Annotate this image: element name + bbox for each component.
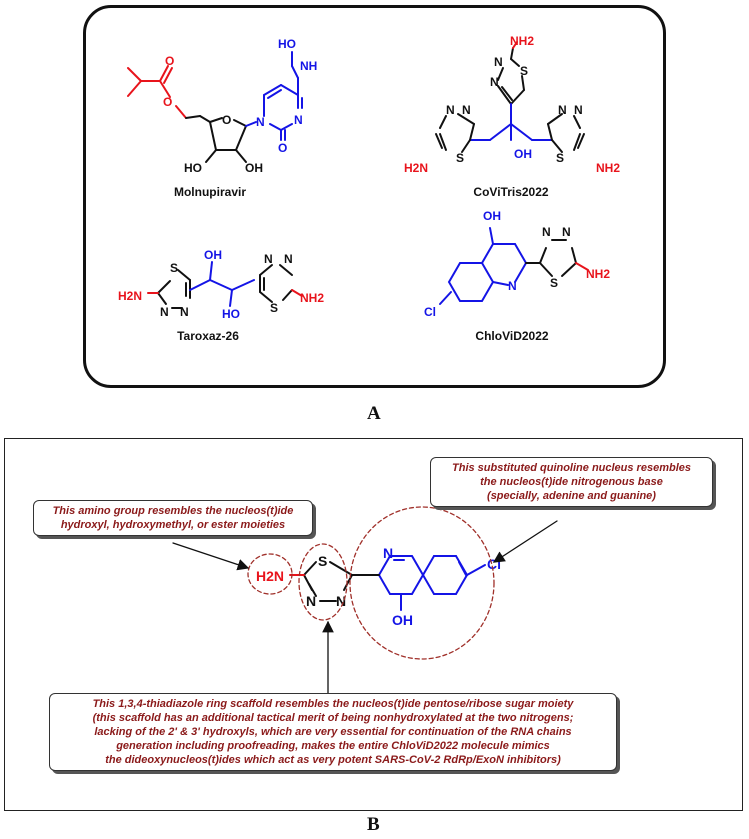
atom-s: S [270, 301, 278, 315]
atom-n: N [562, 225, 571, 239]
panel-label-b: B [367, 814, 380, 835]
atom-oh: OH [245, 161, 263, 175]
amino-highlight-circle [247, 553, 293, 595]
atom-n: N [490, 75, 499, 89]
atom-h2n: H2N [256, 568, 284, 584]
callout-line: lacking of the 2' & 3' hydroxyls, which … [94, 726, 572, 738]
atom-n: N [446, 103, 455, 117]
atom-ho: HO [184, 161, 202, 175]
atom-h2n: H2N [404, 161, 428, 175]
molecule-name-taroxaz-26: Taroxaz-26 [177, 329, 239, 343]
atom-n: N [508, 279, 517, 293]
atom-n: N [336, 593, 346, 609]
atom-ho: HO [278, 37, 296, 51]
atom-o: O [278, 141, 287, 155]
callout-line: the nucleos(t)ide nitrogenous base [480, 476, 663, 488]
atom-cl: Cl [424, 305, 436, 319]
atom-n: N [558, 103, 567, 117]
callout-line: This 1,3,4-thiadiazole ring scaffold res… [92, 698, 574, 710]
atom-n: N [256, 115, 265, 129]
atom-h2n: H2N [118, 289, 142, 303]
atom-o: O [163, 95, 172, 109]
callout-line: This substituted quinoline nucleus resem… [452, 462, 691, 474]
atom-n: N [180, 305, 189, 319]
molnupiravir-structure: O O O N N O NH HO HO OH [127, 37, 317, 175]
atom-oh: OH [204, 248, 222, 262]
chlovid-structure-a: OH N Cl N N S NH2 [424, 209, 610, 319]
atom-s: S [550, 276, 558, 290]
atom-ho: HO [222, 307, 240, 321]
amino-group-callout: This amino group resembles the nucleos(t… [33, 500, 313, 536]
molecule-name-chlovid2022: ChloViD2022 [475, 329, 549, 343]
atom-nh2: NH2 [586, 267, 610, 281]
atom-n: N [462, 103, 471, 117]
atom-o: O [165, 54, 174, 68]
atom-n: N [542, 225, 551, 239]
taroxaz-structure: H2N S N N OH HO N N S NH2 [118, 248, 324, 321]
atom-nh: NH [300, 59, 317, 73]
callout-line: generation including proofreading, makes… [116, 740, 550, 752]
atom-s: S [456, 151, 464, 165]
atom-s: S [556, 151, 564, 165]
atom-oh: OH [514, 147, 532, 161]
thiadiazole-highlight-circle [298, 543, 348, 621]
molecule-name-covitris2022: CoViTris2022 [473, 185, 549, 199]
callout-line: hydroxyl, hydroxymethyl, or ester moieti… [60, 519, 286, 531]
panel-a-frame [83, 5, 666, 388]
callout-line: (specially, adenine and guanine) [487, 490, 656, 502]
callout-line: the dideoxynucleos(t)ides which act as v… [105, 754, 561, 766]
atom-n: N [160, 305, 169, 319]
quinoline-highlight-circle [349, 506, 495, 660]
atom-n: N [574, 103, 583, 117]
thiadiazole-callout: This 1,3,4-thiadiazole ring scaffold res… [49, 693, 617, 771]
atom-oh: OH [483, 209, 501, 223]
callout-line: This amino group resembles the nucleos(t… [52, 505, 294, 517]
amino-arrow [172, 542, 250, 571]
panel-label-a: A [367, 403, 381, 424]
atom-s: S [318, 553, 327, 569]
quinoline-arrow [492, 520, 558, 563]
callout-line: (this scaffold has an additional tactica… [92, 712, 574, 724]
quinoline-callout: This substituted quinoline nucleus resem… [430, 457, 713, 507]
covitris-structure: NH2 S N N OH N N S H2N N N S NH2 [404, 34, 620, 175]
atom-oh: OH [392, 612, 413, 628]
atom-nh2: NH2 [510, 34, 534, 48]
atom-n: N [383, 545, 393, 561]
atom-nh2: NH2 [596, 161, 620, 175]
panel-b-frame [4, 438, 743, 811]
atom-n: N [264, 252, 273, 266]
atom-n: N [306, 593, 316, 609]
atom-n: N [494, 55, 503, 69]
atom-o: O [222, 113, 231, 127]
chlovid-structure-b: N Cl OH S N N H2N [172, 506, 558, 694]
molecule-name-molnupiravir: Molnupiravir [173, 185, 246, 199]
atom-s: S [170, 261, 178, 275]
atom-n: N [284, 252, 293, 266]
atom-n: N [294, 113, 303, 127]
atom-nh2: NH2 [300, 291, 324, 305]
atom-s: S [520, 64, 528, 78]
